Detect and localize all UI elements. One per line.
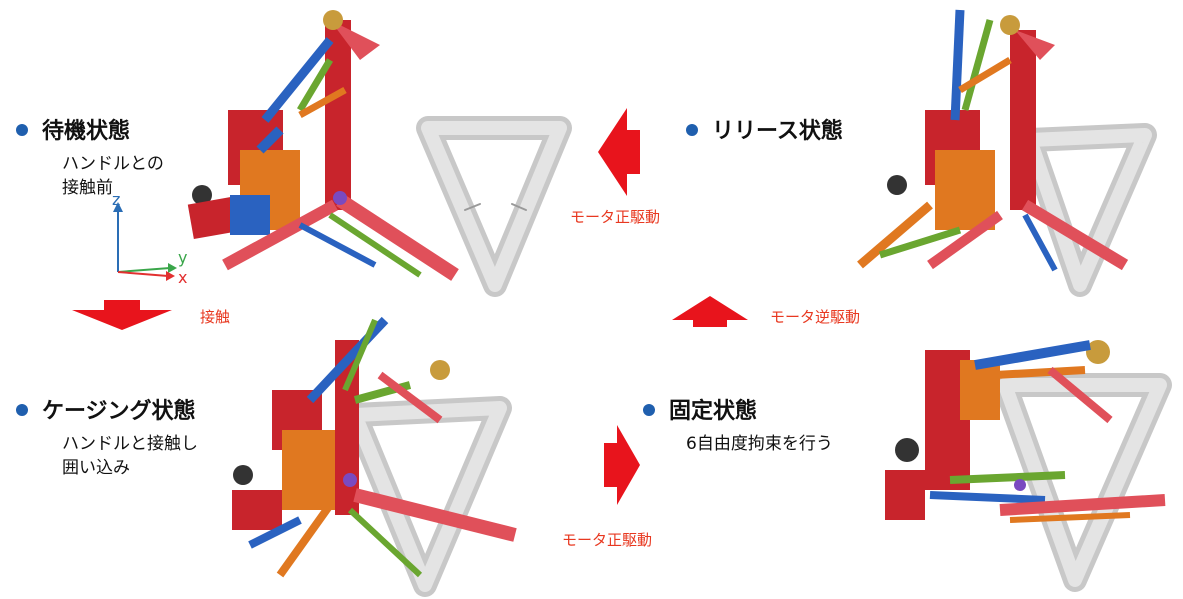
state-desc-caging-line1: ハンドルと接触し (62, 434, 198, 454)
mechanism-caging (232, 316, 517, 578)
arrow-left-forward (598, 108, 640, 196)
state-desc-fixed-line1: 6自由度拘束を行う (686, 434, 833, 454)
arrow-up-reverse (672, 296, 748, 327)
state-desc-standby-line1: ハンドルとの (62, 154, 164, 174)
mechanism-fixed (885, 340, 1166, 523)
handle-standby (416, 116, 572, 297)
transition-label-motor-reverse: モータ逆駆動 (770, 308, 861, 326)
state-desc-standby-line2: 接触前 (62, 178, 113, 198)
axis-label-x: x (178, 268, 188, 287)
axis-label-z: z (112, 190, 121, 209)
mechanism-release (857, 9, 1129, 272)
coordinate-axes (113, 202, 177, 281)
mechanism-standby (187, 10, 459, 281)
state-title-fixed: 固定状態 (643, 393, 757, 425)
state-title-fixed-label: 固定状態 (669, 399, 758, 424)
transition-label-motor-forward-bottom: モータ正駆動 (562, 531, 653, 549)
state-title-caging: ケージング状態 (16, 393, 196, 425)
state-desc-fixed: 6自由度拘束を行う (686, 432, 833, 456)
state-desc-standby: ハンドルとの 接触前 (62, 152, 164, 200)
bullet-icon (643, 404, 655, 416)
arrow-down-contact (72, 300, 172, 330)
bullet-icon (686, 124, 698, 136)
state-title-caging-label: ケージング状態 (42, 399, 196, 424)
bullet-icon (16, 124, 28, 136)
state-title-release-label: リリース状態 (712, 119, 843, 144)
state-desc-caging: ハンドルと接触し 囲い込み (62, 432, 198, 480)
state-title-release: リリース状態 (686, 113, 843, 145)
handle-release (1018, 123, 1157, 297)
state-desc-caging-line2: 囲い込み (62, 458, 130, 478)
state-title-standby-label: 待機状態 (42, 119, 131, 144)
transition-label-motor-forward-top: モータ正駆動 (570, 208, 661, 226)
transition-label-contact: 接触 (200, 308, 231, 326)
state-title-standby: 待機状態 (16, 113, 130, 145)
axis-label-y: y (178, 248, 188, 267)
arrow-right-forward (604, 425, 640, 505)
bullet-icon (16, 404, 28, 416)
handle-fixed (993, 373, 1172, 592)
